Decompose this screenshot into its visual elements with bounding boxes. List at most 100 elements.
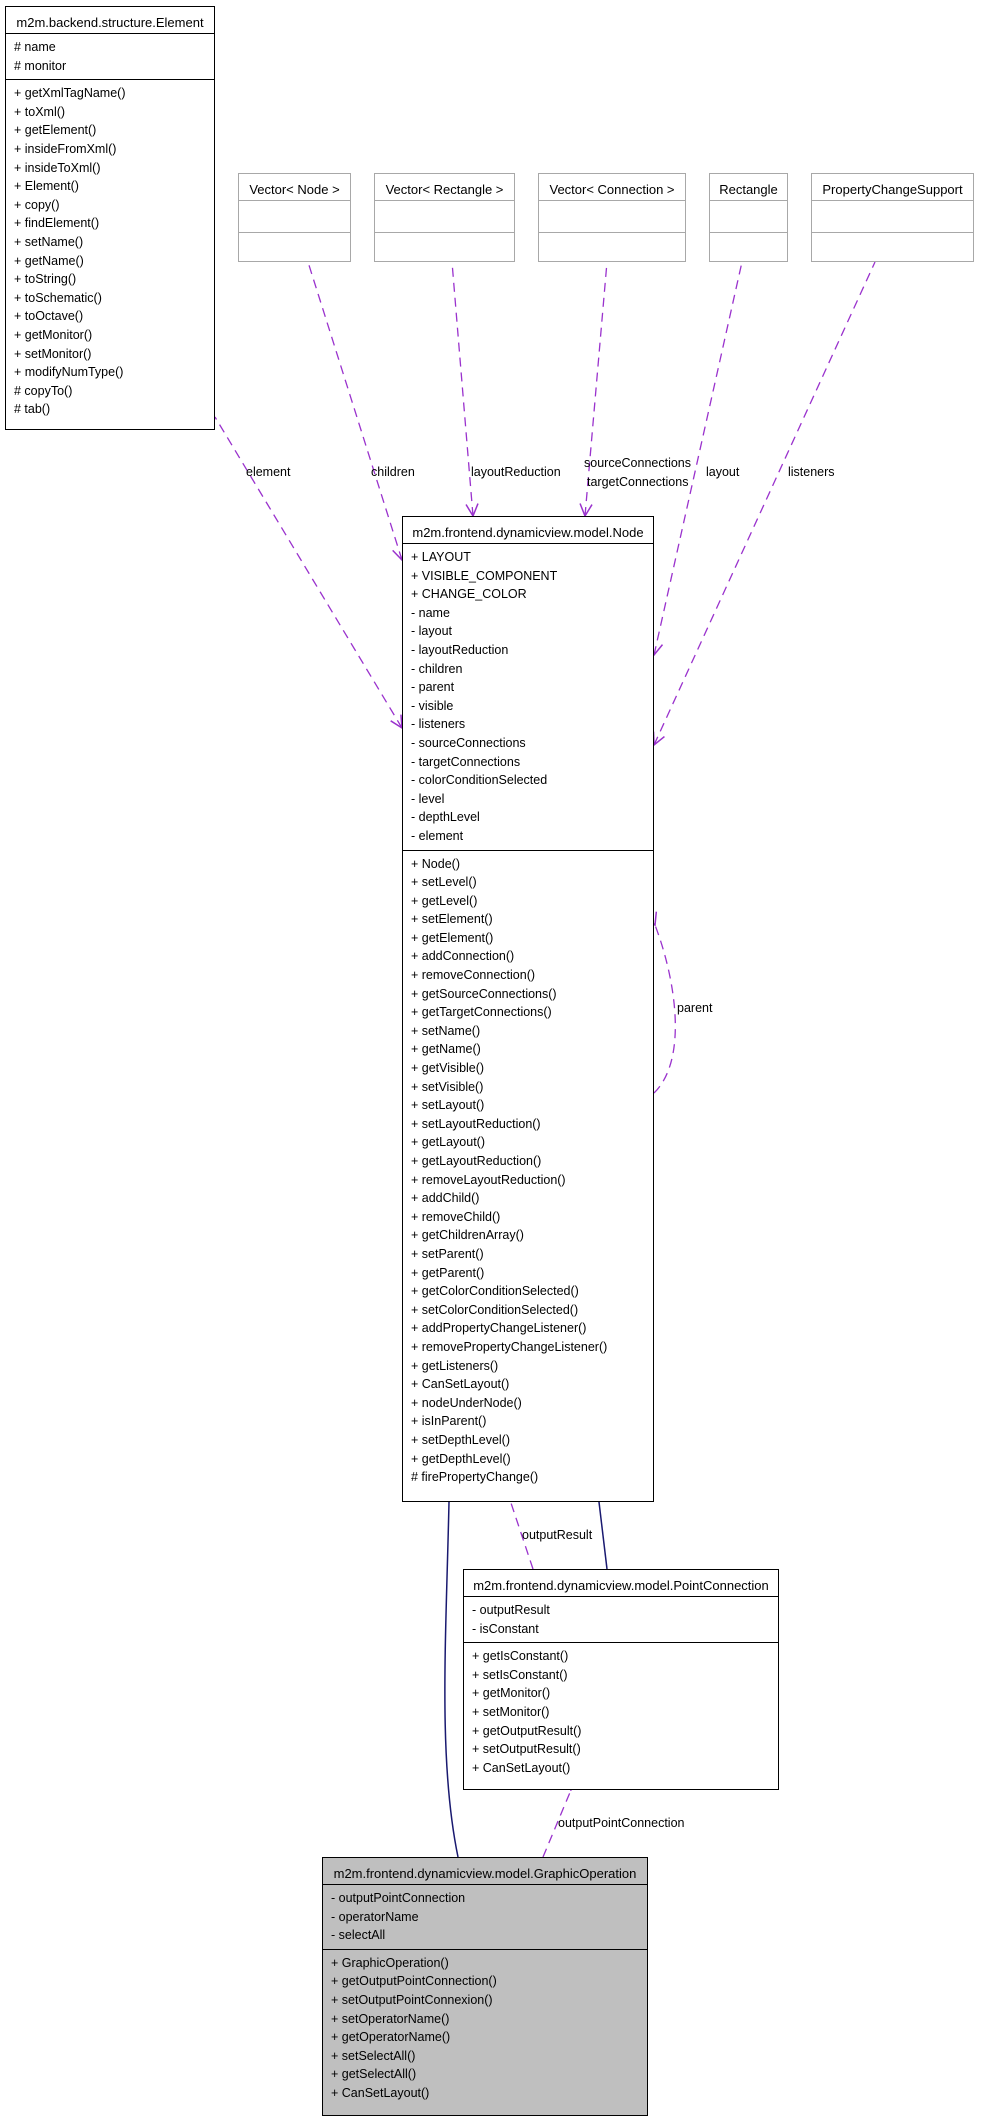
edge-output-result [510,1500,534,1570]
method: + addChild() [411,1191,480,1206]
method: + findElement() [14,216,100,231]
method: # tab() [14,402,51,417]
attribute: - level [411,791,445,806]
method: # copyTo() [14,383,73,398]
method: + GraphicOperation() [331,1955,449,1970]
method: + setDepthLevel() [411,1432,511,1447]
edge-label-listeners: listeners [788,465,835,479]
attributes-section [375,201,514,233]
attribute: - operatorName [331,1909,419,1924]
attribute: - listeners [411,717,466,732]
method: + getName() [14,253,84,268]
method: + removeChild() [411,1209,501,1224]
class-title: m2m.frontend.dynamicview.model.Node [403,517,653,544]
method: + getIsConstant() [472,1649,569,1664]
attribute: - layout [411,624,452,639]
attribute: - isConstant [472,1621,539,1636]
method: + removeConnection() [411,968,536,983]
edge-element [214,416,402,728]
method: + CanSetLayout() [331,2085,430,2100]
class-title: Vector< Rectangle > [375,174,514,201]
class-title: m2m.frontend.dynamicview.model.PointConn… [464,1570,778,1597]
method: + setElement() [411,912,493,927]
method: + setName() [14,234,84,249]
method: + getDepthLevel() [411,1451,511,1466]
attributes-section [812,201,973,233]
method: + getElement() [14,123,97,138]
attributes-section: - outputPointConnection - operatorName -… [323,1885,647,1950]
method: + getSelectAll() [331,2067,417,2082]
class-rectangle[interactable]: Rectangle [709,173,788,262]
method: + getOperatorName() [331,2030,451,2045]
class-title: Vector< Node > [239,174,350,201]
class-element[interactable]: m2m.backend.structure.Element # name # m… [5,6,215,430]
edge-listeners [654,261,876,745]
method: + getColorConditionSelected() [411,1284,579,1299]
method: + setLevel() [411,875,477,890]
methods-section [710,233,787,241]
attribute: - name [411,605,450,620]
method: + removePropertyChangeListener() [411,1339,608,1354]
class-node[interactable]: m2m.frontend.dynamicview.model.Node + LA… [402,516,654,1502]
method: + setLayout() [411,1098,485,1113]
edge-label-source-connections: sourceConnections [584,456,692,470]
methods-section: + getIsConstant() + setIsConstant() + ge… [464,1643,778,1781]
attribute: - sourceConnections [411,735,526,750]
attribute: # monitor [14,58,67,73]
attribute: - element [411,828,464,843]
methods-section [239,233,350,241]
class-property-change-support[interactable]: PropertyChangeSupport [811,173,974,262]
method: + insideFromXml() [14,141,117,156]
method: + getParent() [411,1265,485,1280]
attributes-section: # name # monitor [6,34,214,81]
method: + getLayout() [411,1135,486,1150]
method: + addConnection() [411,949,515,964]
edge-parent [654,925,676,1094]
method: + getOutputPointConnection() [331,1974,497,1989]
method: + toOctave() [14,309,84,324]
class-graphic-operation[interactable]: m2m.frontend.dynamicview.model.GraphicOp… [322,1857,648,2116]
edge-label-parent: parent [677,1001,713,1015]
method: + getChildrenArray() [411,1228,524,1243]
method: + getLevel() [411,893,478,908]
method: + getMonitor() [14,327,93,342]
methods-section [539,233,685,241]
attribute: + VISIBLE_COMPONENT [411,568,558,583]
attributes-section: - outputResult - isConstant [464,1597,778,1644]
edge-label-output-result: outputResult [522,1528,593,1542]
method: + getVisible() [411,1061,485,1076]
class-title: m2m.backend.structure.Element [6,7,214,34]
attribute: - parent [411,680,455,695]
method: + setLayoutReduction() [411,1116,541,1131]
method: + removeLayoutReduction() [411,1172,566,1187]
class-point-connection[interactable]: m2m.frontend.dynamicview.model.PointConn… [463,1569,779,1790]
method: + getSourceConnections() [411,986,557,1001]
edge-label-layout: layout [706,465,740,479]
method: + toString() [14,272,77,287]
method: # firePropertyChange() [411,1470,539,1485]
class-vector-node[interactable]: Vector< Node > [238,173,351,262]
method: + insideToXml() [14,160,101,175]
class-vector-rectangle[interactable]: Vector< Rectangle > [374,173,515,262]
attribute: + CHANGE_COLOR [411,587,527,602]
method: + getMonitor() [472,1686,551,1701]
method: + setVisible() [411,1079,484,1094]
edge-inherit-pointconnection [599,1502,608,1570]
method: + getOutputResult() [472,1723,582,1738]
methods-section: + GraphicOperation() + getOutputPointCon… [323,1950,647,2107]
method: + nodeUnderNode() [411,1395,522,1410]
method: + CanSetLayout() [411,1377,510,1392]
edge-output-point-connection [542,1790,571,1858]
attributes-section: + LAYOUT + VISIBLE_COMPONENT + CHANGE_CO… [403,544,653,851]
class-vector-connection[interactable]: Vector< Connection > [538,173,686,262]
attributes-section [710,201,787,233]
edge-layout-reduction [451,261,473,516]
edge-label-output-point-connection: outputPointConnection [558,1816,685,1830]
attribute: - selectAll [331,1928,386,1943]
method: + setColorConditionSelected() [411,1302,579,1317]
attribute: - outputPointConnection [331,1891,466,1905]
method: + setName() [411,1023,481,1038]
method: + setMonitor() [14,346,92,361]
method: + isInParent() [411,1414,487,1429]
